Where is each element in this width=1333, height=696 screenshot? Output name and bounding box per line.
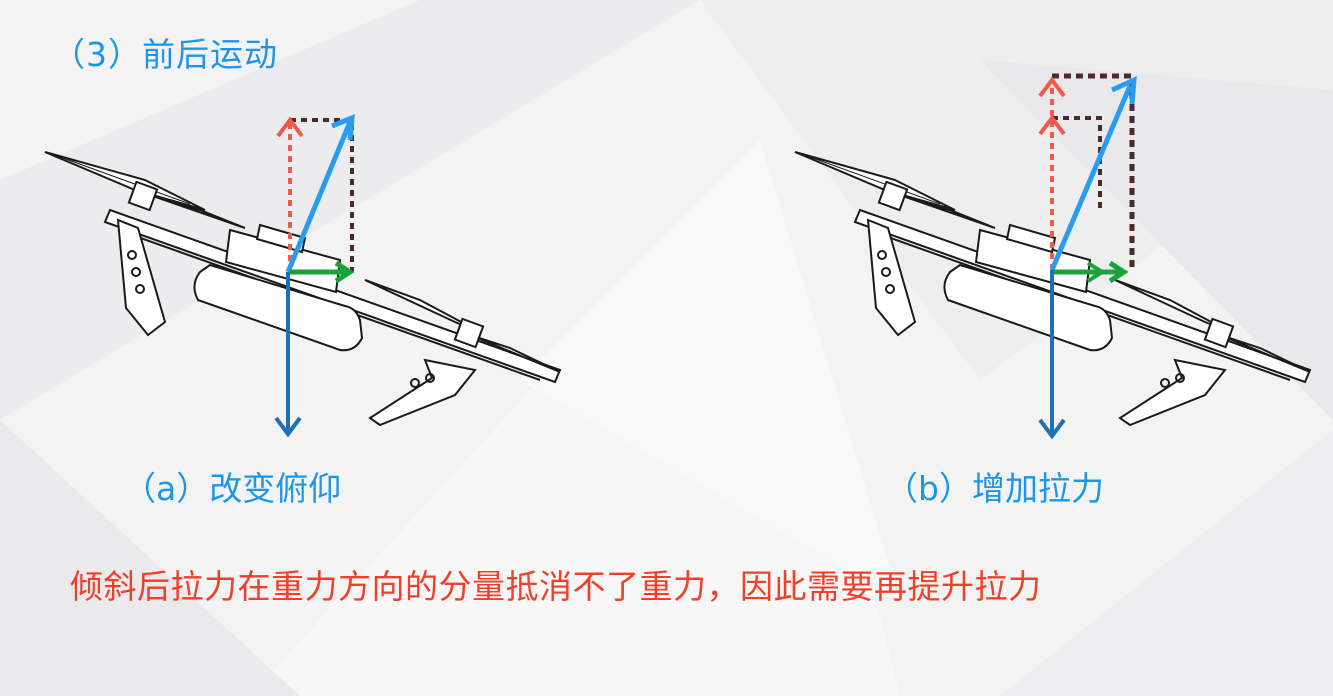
- caption-b: （b）增加拉力: [885, 469, 1104, 508]
- drone-sketch: [44, 151, 562, 427]
- increased-component-box: [1052, 73, 1135, 270]
- original-component-box: [1052, 116, 1102, 210]
- original-vertical-arrowhead: [1038, 114, 1066, 136]
- diagram-a-change-pitch: [44, 114, 562, 438]
- diagram-b-increase-thrust: [794, 73, 1312, 440]
- thrust-arrow: [285, 121, 353, 273]
- caption-a: （a）改变俯仰: [123, 469, 342, 508]
- conclusion-text: 倾斜后拉力在重力方向的分量抵消不了重力，因此需要再提升拉力: [70, 567, 1042, 606]
- section-title: （3）前后运动: [52, 35, 278, 74]
- drone-sketch: [794, 151, 1312, 427]
- increased-thrust-arrow: [1049, 85, 1133, 271]
